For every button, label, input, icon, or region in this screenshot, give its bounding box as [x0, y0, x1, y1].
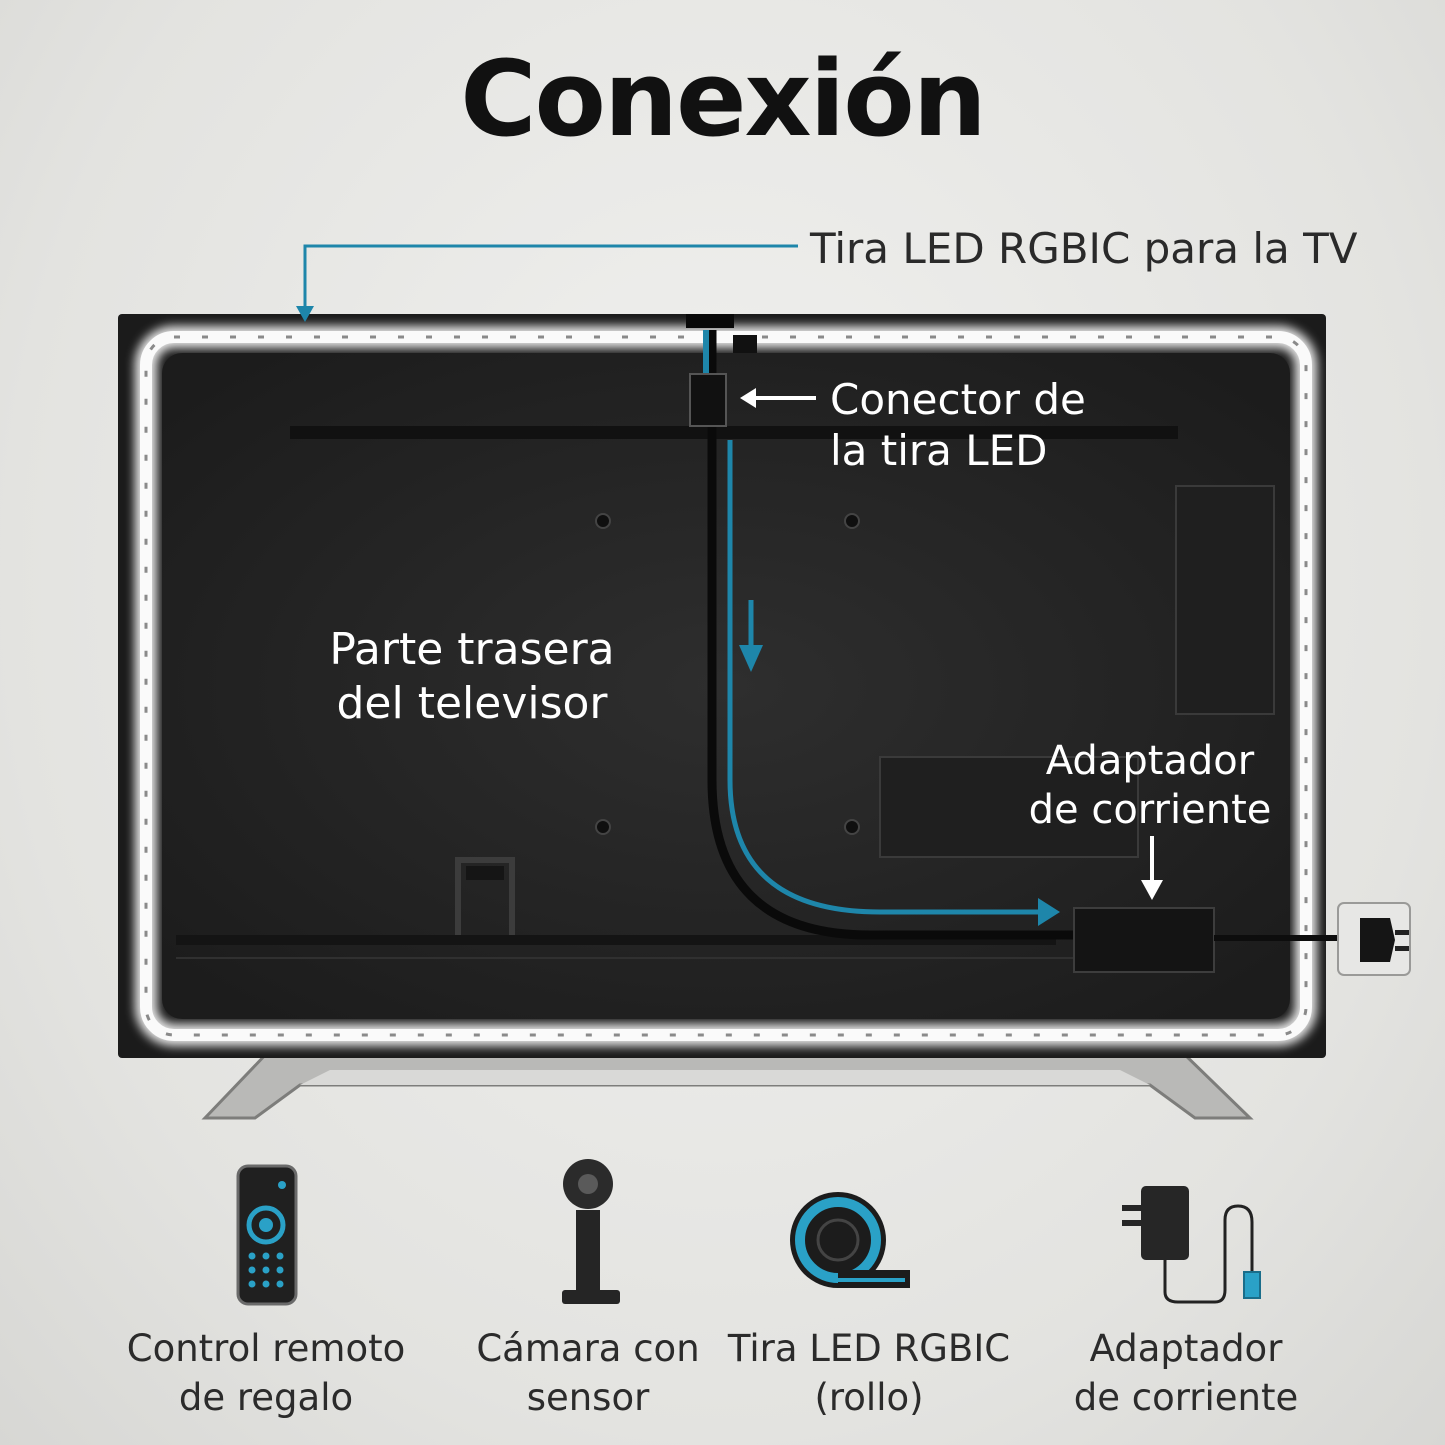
adapter-label-line2: de corriente: [1028, 786, 1272, 833]
accessory-caption-adapter: Adaptador de corriente: [1021, 1325, 1351, 1423]
caption-line2: de corriente: [1073, 1375, 1299, 1419]
tv-back-label: Parte trasera del televisor: [312, 623, 632, 730]
adapter-label: Adaptador de corriente: [1016, 737, 1284, 835]
strip-callout-line: [296, 244, 798, 322]
caption-line1: Adaptador: [1089, 1327, 1283, 1370]
power-adapter-icon: [1122, 1186, 1261, 1304]
wall-outlet: [1337, 902, 1411, 976]
led-strip-roll-icon: [790, 1192, 910, 1288]
caption-line2: de regalo: [178, 1375, 354, 1419]
tv-back-label-line1: Parte trasera: [329, 624, 615, 675]
accessory-caption-strip-roll: Tira LED RGBIC (rollo): [704, 1325, 1034, 1423]
caption-line1: Tira LED RGBIC: [727, 1327, 1011, 1370]
connector-label: Conector de la tira LED: [830, 374, 1086, 476]
sensor-camera-icon: [562, 1159, 620, 1304]
connector-label-line1: Conector de: [830, 375, 1086, 424]
tv-back-panel: [118, 314, 1326, 1058]
strip-connector: [686, 314, 757, 427]
caption-line1: Control remoto: [126, 1327, 406, 1370]
strip-tv-label: Tira LED RGBIC para la TV: [810, 224, 1358, 273]
tv-back-label-line2: del televisor: [336, 677, 608, 729]
page-title: Conexión: [460, 38, 987, 160]
power-adapter-box: [1073, 907, 1340, 973]
tv-stand: [201, 1048, 1254, 1120]
led-cable: [703, 330, 1075, 940]
caption-line1: Cámara con: [476, 1327, 700, 1370]
connector-callout-arrow: [740, 388, 816, 408]
remote-control-icon: [236, 1164, 298, 1306]
adapter-callout-arrow: [1141, 836, 1163, 900]
connector-label-line2: la tira LED: [830, 426, 1048, 476]
accessory-caption-remote: Control remoto de regalo: [101, 1325, 431, 1423]
caption-line2: sensor: [526, 1375, 650, 1419]
adapter-label-line1: Adaptador: [1045, 738, 1255, 784]
accessory-caption-camera: Cámara con sensor: [423, 1325, 753, 1423]
caption-line2: (rollo): [814, 1375, 924, 1419]
